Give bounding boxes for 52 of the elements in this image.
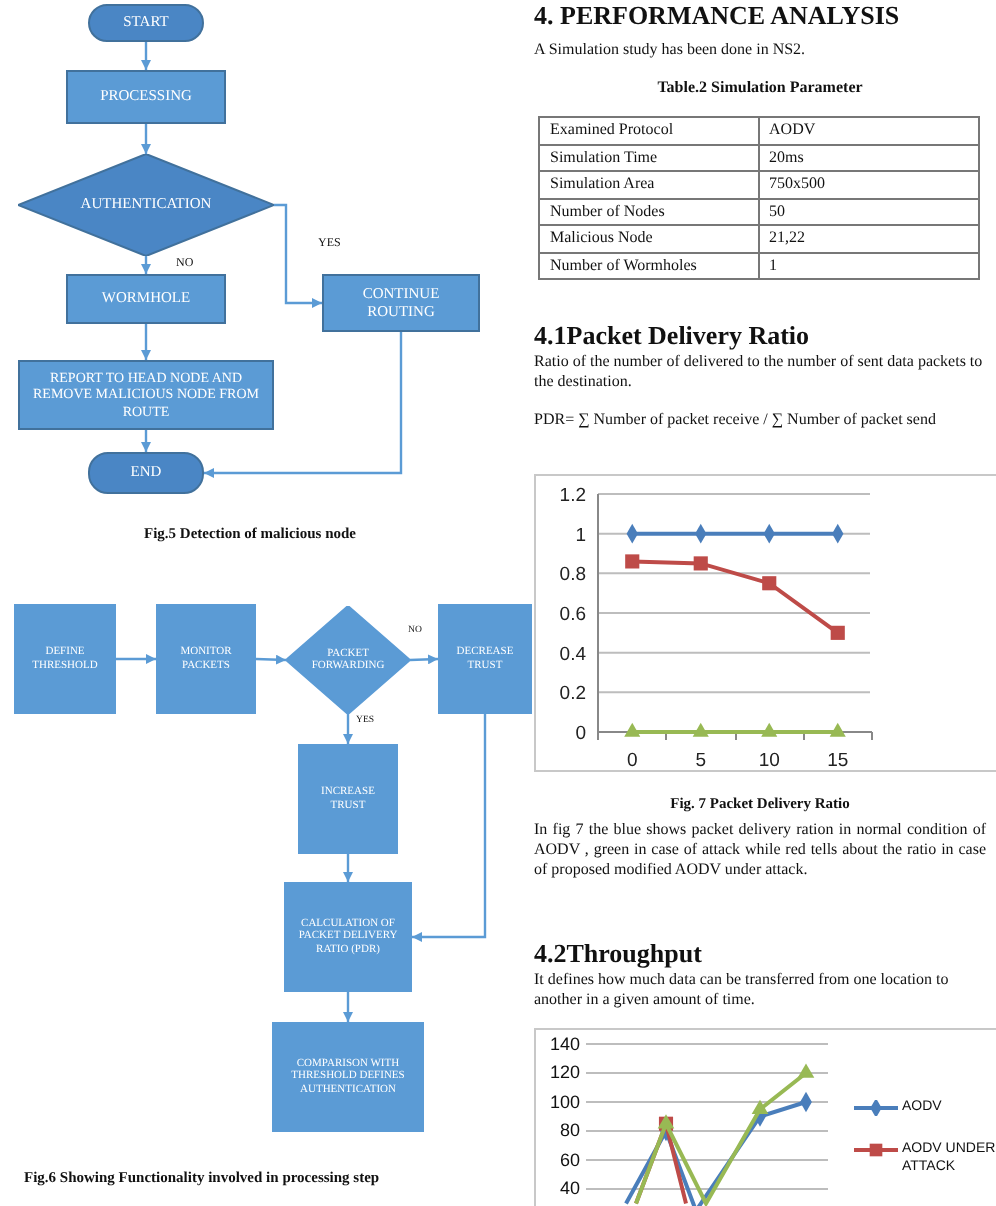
flow-arrow (343, 714, 353, 744)
tick-label: 120 (547, 1062, 580, 1084)
flow-arrow (141, 124, 151, 154)
tick-label: 80 (557, 1120, 580, 1142)
table-cell: Number of Nodes (539, 198, 759, 225)
paragraph: A Simulation study has been done in NS2. (534, 40, 808, 61)
tick-label: 40 (557, 1178, 580, 1200)
table-cell: 1 (758, 252, 979, 279)
table-cell: 20ms (758, 144, 979, 171)
tick-label: 0.6 (559, 604, 586, 626)
tick-label: 0.2 (559, 683, 586, 706)
tick-label: 1 (575, 524, 586, 547)
table-cell: Simulation Time (539, 144, 759, 171)
table-cell: Simulation Area (539, 171, 759, 198)
tick-label: 10 (758, 750, 780, 772)
flow-arrow (141, 430, 151, 452)
section-heading: 4.1Packet Delivery Ratio (534, 320, 812, 352)
tick-label: 5 (695, 750, 707, 772)
section-heading: 4. PERFORMANCE ANALYSIS (534, 0, 902, 32)
tick-label: 0.8 (559, 564, 586, 587)
flow-arrow (204, 332, 403, 478)
tick-label: 0.4 (559, 643, 586, 666)
flow-arrow (409, 654, 439, 665)
tick-label: 100 (547, 1091, 580, 1113)
section-heading: 4.2Throughput (534, 938, 704, 970)
table-cell: 50 (758, 198, 979, 225)
tick-label: 60 (557, 1149, 580, 1171)
table-cell: Number of Wormholes (539, 252, 759, 279)
formula-text: PDR= ∑ Number of packet receive / ∑ Number of packet send (534, 410, 938, 431)
flow-arrow (116, 654, 156, 664)
flow-arrow (343, 854, 353, 882)
flow-arrow (343, 992, 353, 1022)
tick-label: 1.2 (559, 485, 586, 507)
flow-arrow (141, 256, 151, 274)
flow-arrow (274, 203, 322, 308)
paragraph: It defines how much data can be transferred from one location to another in a given amount of time. (534, 970, 951, 1011)
paragraph: In fig 7 the blue shows packet delivery ration in normal condition of AODV , green in case of attack while red tells about the ratio in case of proposed modified AODV under attack. (534, 820, 986, 882)
table-caption: Table.2 Simulation Parameter (655, 78, 865, 99)
tick-label: 140 (547, 1033, 580, 1055)
table-cell: Malicious Node (539, 225, 759, 252)
tick-label: 0 (575, 723, 586, 745)
flow-arrow (412, 714, 487, 942)
flow-arrow (141, 42, 151, 70)
table-cell: 750x500 (758, 171, 979, 198)
table-cell: 21,22 (758, 225, 979, 252)
flow-arrow (255, 654, 287, 665)
paragraph: Ratio of the number of delivered to the number of sent data packets to the destination. (534, 352, 985, 393)
table-cell: Examined Protocol (539, 117, 759, 144)
tick-label: 0 (626, 750, 638, 772)
tick-label: 15 (827, 750, 849, 772)
table-cell: AODV (758, 117, 979, 144)
flow-arrow (141, 324, 151, 360)
